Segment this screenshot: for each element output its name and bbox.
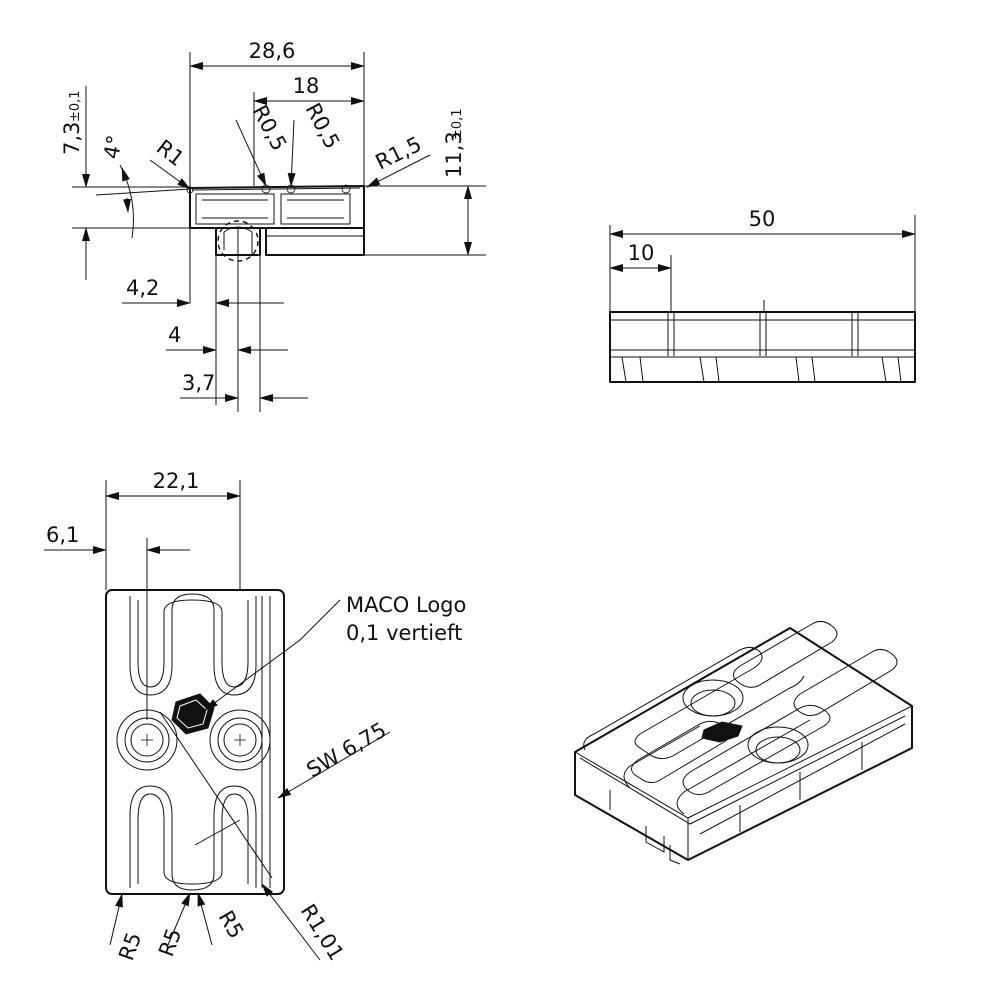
front-view-part: [609, 300, 916, 383]
dim-11-3-label: 11,3: [442, 131, 466, 178]
iso-maco-logo-icon: [701, 721, 743, 743]
radius-r5-a-label: R5: [114, 929, 146, 963]
dim-22-1-label: 22,1: [153, 469, 200, 493]
dim-4-2-label: 4,2: [126, 276, 159, 300]
dim-6-1-label: 6,1: [46, 523, 79, 547]
wrench-size-label: SW 6,75: [303, 718, 391, 783]
dim-7-3-tolerance: ±0,1: [68, 90, 83, 122]
isometric-view: [574, 620, 913, 865]
dim-7-3-label: 7,3: [60, 122, 84, 155]
dim-3-7-label: 3,7: [182, 371, 215, 395]
side-view-part: [186, 184, 365, 262]
top-view: 22,1 6,1 MACO Logo 0,1 vertieft SW 6,75 …: [44, 469, 466, 965]
top-view-part: [105, 589, 285, 895]
dim-18-label: 18: [293, 74, 320, 98]
front-view: 50 10: [609, 207, 916, 383]
radius-r0-5-b-label: R0,5: [301, 99, 345, 153]
radius-r5-b-label: R5: [154, 925, 186, 959]
logo-note-line2: 0,1 vertieft: [346, 621, 462, 645]
radius-r1-01-label: R1,01: [296, 900, 349, 965]
dim-50-label: 50: [749, 207, 776, 231]
dim-4-label: 4: [168, 323, 181, 347]
radius-r5-c-label: R5: [214, 907, 249, 943]
dim-10-label: 10: [628, 241, 655, 265]
side-view: 28,6 18 7,3 ±0,1 11,3 ±0,1 4° R1 R0,5 R0…: [60, 39, 486, 412]
dim-11-3-tolerance: ±0,1: [450, 108, 465, 140]
angle-4-label: 4°: [99, 133, 127, 161]
logo-note-line1: MACO Logo: [346, 593, 466, 617]
radius-r1-5-label: R1,5: [372, 132, 426, 175]
dim-28-6-label: 28,6: [249, 39, 296, 63]
